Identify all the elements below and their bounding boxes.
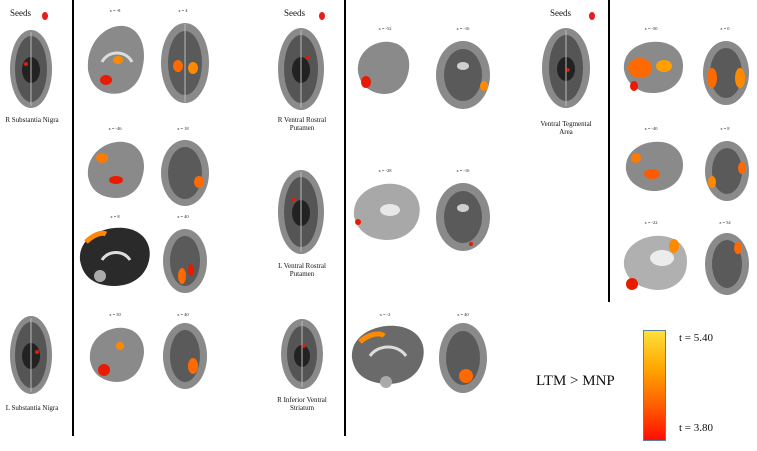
- axial-slice-image: [436, 41, 490, 109]
- t-min-label: t = 3.80: [679, 422, 714, 434]
- seed-axial-image: [281, 319, 323, 389]
- seed-axial-image: [542, 28, 590, 108]
- panel-divider: [72, 0, 74, 436]
- seed-axial-image: [10, 316, 52, 394]
- axial-coord: z = 4: [178, 8, 188, 13]
- seed-dot-icon: [42, 12, 48, 20]
- axial-coord: z = 8: [720, 126, 730, 131]
- contrast-label: LTM > MNP: [536, 373, 615, 389]
- axial-slice-image: [163, 229, 207, 293]
- sagittal-coord: x = 50: [109, 312, 121, 317]
- sagittal-slice-image: [357, 41, 410, 94]
- axial-coord: z = 0: [720, 26, 730, 31]
- sagittal-slice-image: [87, 141, 144, 198]
- axial-coord: z = 18: [177, 126, 189, 131]
- seed-axial-image: [10, 30, 52, 108]
- axial-slice-image: [436, 183, 490, 251]
- seed-label: L Ventral Rostral Putamen: [278, 262, 326, 278]
- seed-dot-icon: [319, 12, 325, 20]
- sagittal-coord: x = -46: [108, 126, 122, 131]
- sagittal-slice-image: [351, 325, 424, 388]
- sagittal-slice-image: [625, 141, 684, 192]
- seeds-title-3: Seeds: [550, 8, 571, 18]
- sagittal-coord: x = -52: [378, 26, 392, 31]
- sagittal-slice-image: [353, 183, 420, 240]
- axial-coord: z = 54: [719, 220, 731, 225]
- seed-dot-icon: [589, 12, 595, 20]
- axial-slice-image: [705, 141, 749, 201]
- axial-coord: z = -16: [456, 168, 470, 173]
- axial-slice-image: [161, 140, 209, 206]
- seed-label: Ventral Tegmental Area: [540, 120, 592, 136]
- seeds-title-2: Seeds: [284, 8, 305, 18]
- sagittal-slice-image: [87, 25, 144, 94]
- seed-axial-image: [278, 170, 324, 254]
- seeds-title-1: Seeds: [10, 8, 31, 18]
- axial-slice-image: [703, 41, 749, 105]
- panel-divider: [608, 0, 610, 302]
- seed-axial-image: [278, 28, 324, 110]
- sagittal-coord: x = -40: [644, 126, 658, 131]
- panel-divider: [344, 0, 346, 436]
- axial-slice-image: [163, 323, 207, 389]
- axial-slice-image: [439, 323, 487, 393]
- axial-coord: z = 40: [457, 312, 469, 317]
- sagittal-slice-image: [623, 235, 687, 290]
- sagittal-coord: x = -2: [379, 312, 391, 317]
- axial-coord: z = 40: [177, 214, 189, 219]
- t-colorbar: [643, 330, 666, 441]
- seed-label: R Inferior Ventral Striatum: [277, 396, 327, 412]
- axial-slice-image: [161, 23, 209, 103]
- sagittal-coord: x = 8: [110, 214, 120, 219]
- sagittal-coord: x = -8: [109, 8, 121, 13]
- t-max-label: t = 5.40: [679, 332, 714, 344]
- sagittal-slice-image: [623, 41, 684, 94]
- sagittal-slice-image: [79, 227, 150, 286]
- axial-slice-image: [705, 233, 749, 295]
- sagittal-coord: x = -28: [378, 168, 392, 173]
- sagittal-slice-image: [89, 327, 144, 382]
- sagittal-coord: x = -50: [644, 26, 658, 31]
- seed-label: L Substantia Nigra: [5, 404, 59, 412]
- seed-label: R Substantia Nigra: [5, 116, 59, 124]
- sagittal-coord: x = -22: [644, 220, 658, 225]
- seed-label: R Ventral Rostral Putamen: [277, 116, 327, 132]
- axial-coord: z = 40: [177, 312, 189, 317]
- axial-coord: z = -16: [456, 26, 470, 31]
